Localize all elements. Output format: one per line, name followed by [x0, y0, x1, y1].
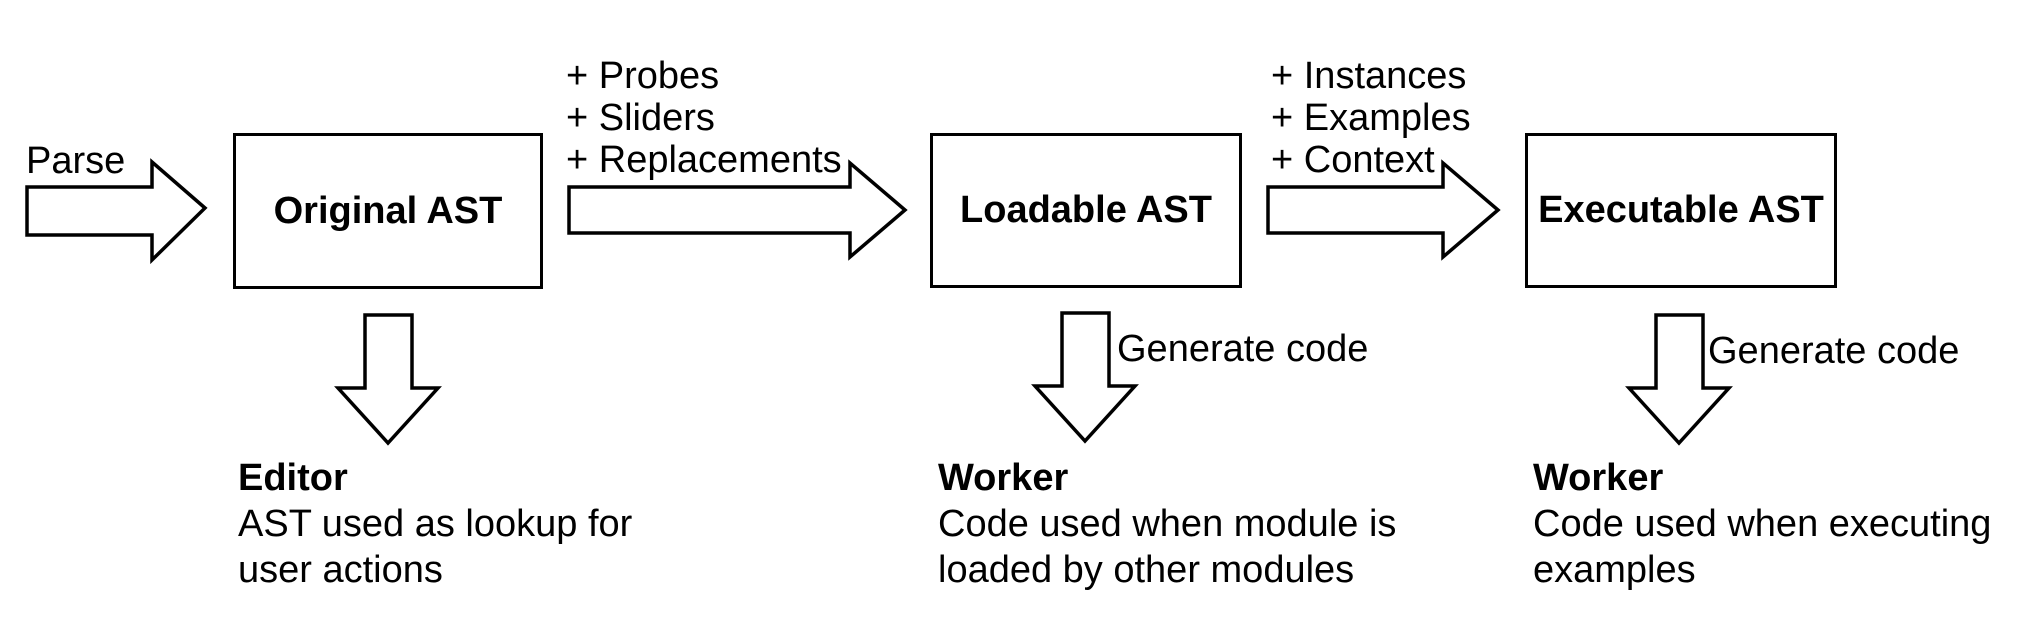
- output-line: Code used when module is: [938, 503, 1397, 545]
- output-line: examples: [1533, 549, 1696, 591]
- stage-box-title: Loadable AST: [960, 189, 1212, 231]
- output-line: user actions: [238, 549, 443, 591]
- output-block-worker-load: Worker Code used when module is loaded b…: [938, 455, 1396, 593]
- stage-box-title: Executable AST: [1538, 189, 1824, 231]
- stage-box-original-ast: Original AST: [233, 133, 543, 289]
- generate-code-label: Generate code: [1117, 328, 1369, 370]
- output-heading: Worker: [1533, 457, 1664, 499]
- output-block-worker-exec: Worker Code used when executing examples: [1533, 455, 1991, 593]
- parse-arrow-label: Parse: [26, 140, 126, 182]
- probes-sliders-replacements-labels: + Probes + Sliders + Replacements: [566, 55, 842, 181]
- stage-box-title: Original AST: [273, 189, 503, 232]
- plus-label: + Examples: [1271, 97, 1471, 139]
- plus-label: + Probes: [566, 55, 720, 97]
- output-line: Code used when executing: [1533, 503, 1992, 545]
- right-arrow-icon-to-executable: [1266, 159, 1501, 261]
- down-arrow-icon-worker-exec: [1625, 313, 1733, 446]
- generate-code-label: Generate code: [1708, 330, 1960, 372]
- output-block-editor: Editor AST used as lookup for user actio…: [238, 455, 632, 593]
- output-line: AST used as lookup for: [238, 503, 633, 545]
- plus-label: + Sliders: [566, 97, 715, 139]
- plus-label: + Context: [1271, 139, 1435, 181]
- output-heading: Worker: [938, 457, 1069, 499]
- right-arrow-icon-parse: [25, 158, 208, 265]
- plus-label: + Instances: [1271, 55, 1467, 97]
- instances-examples-context-labels: + Instances + Examples + Context: [1271, 55, 1471, 181]
- down-arrow-icon-worker-load: [1031, 311, 1139, 444]
- output-heading: Editor: [238, 457, 348, 499]
- output-line: loaded by other modules: [938, 549, 1355, 591]
- stage-box-loadable-ast: Loadable AST: [930, 133, 1242, 288]
- stage-box-executable-ast: Executable AST: [1525, 133, 1837, 288]
- plus-label: + Replacements: [566, 139, 842, 181]
- right-arrow-icon-to-loadable: [567, 159, 908, 261]
- down-arrow-icon-editor: [334, 313, 442, 446]
